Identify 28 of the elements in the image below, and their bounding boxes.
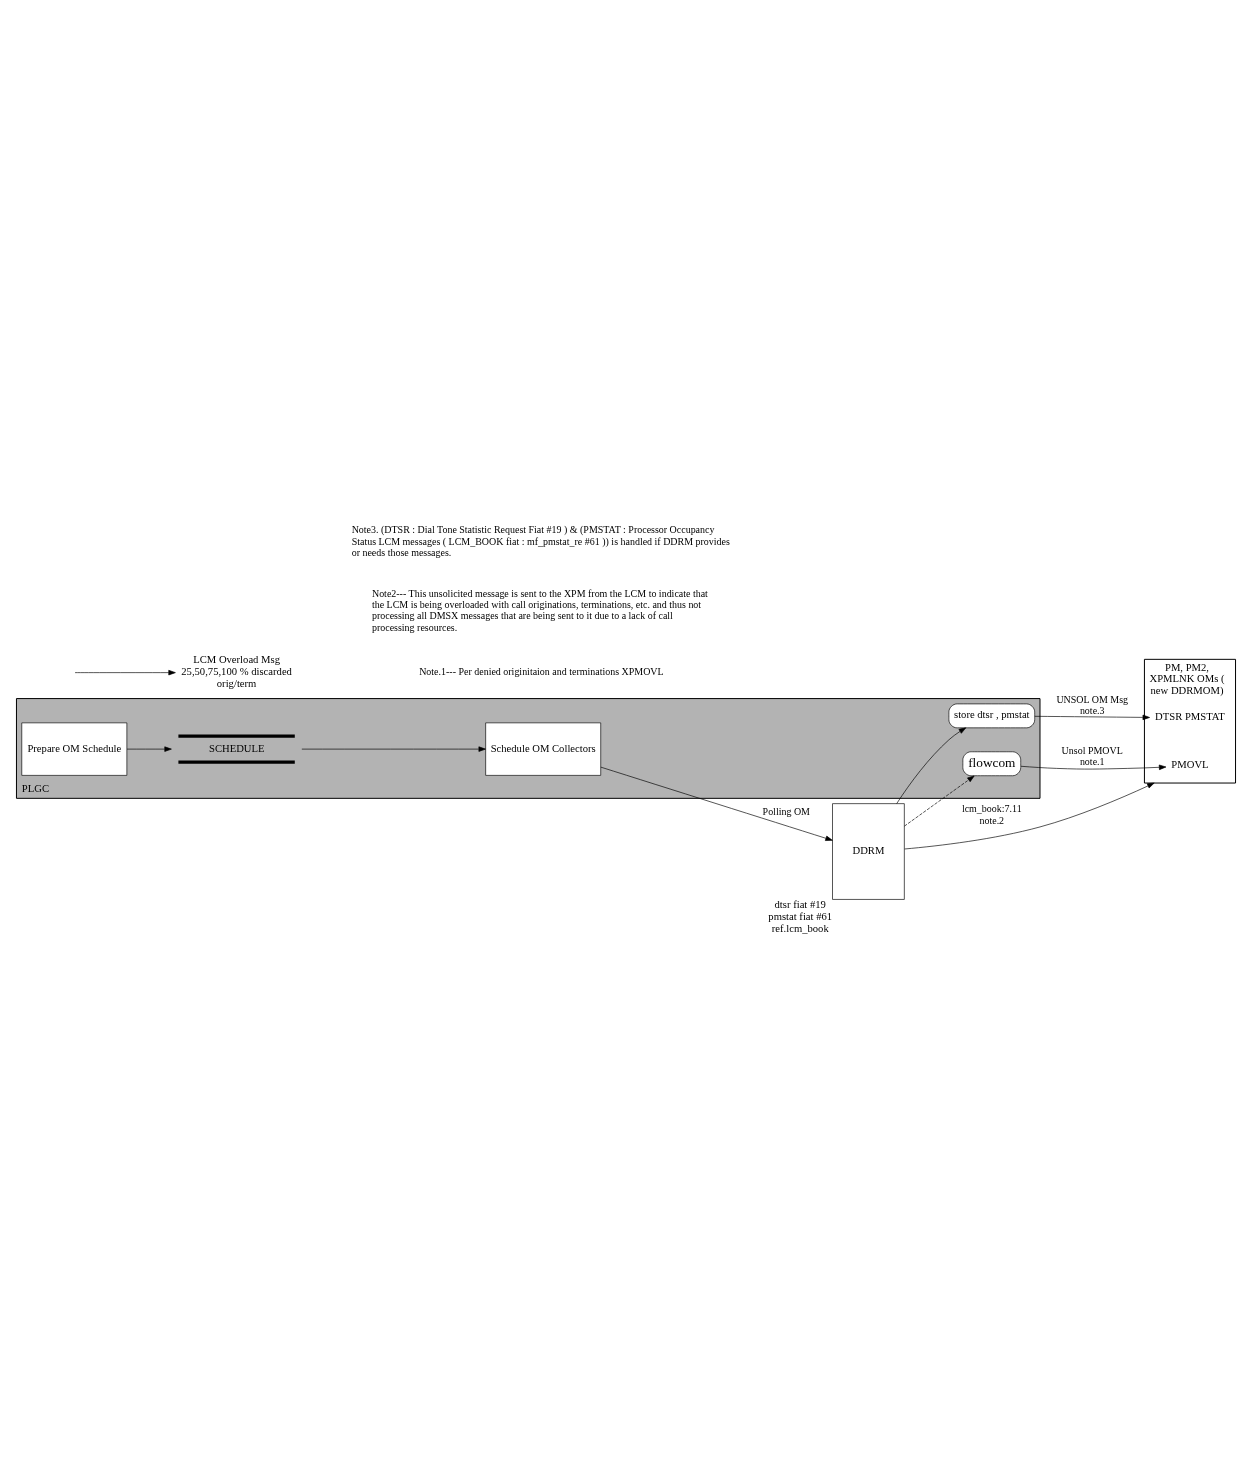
edge-label: Unsol PMOVL note.1	[1061, 744, 1123, 768]
label: Note3. (DTSR : Dial Tone Statistic Request Fiat #19 ) & (PMSTAT : Processor Occupancy Status LCM messages ( LCM_BOOK fiat : mf_pmstat_re #61 )) is handled if DDRM provides or needs those messages.	[351, 524, 730, 558]
node-label: pmstat fiat #61	[768, 910, 833, 922]
edge-label: lcm_book:7.11 note.2	[961, 803, 1022, 826]
node-box: store dtsr , pmstat	[948, 703, 1036, 729]
arrow	[1034, 714, 1150, 721]
arrow	[126, 746, 172, 752]
node-box: flowcom	[962, 751, 1022, 777]
label: Note2--- This unsolicited message is sent to the XPM from the LCM to indicate that the LCM is being overloaded with call originations, terminations, etc. and thus not processing all DMSX messages that are being sent to it due to a lack of call processing resources.	[371, 587, 708, 633]
edge-label: UNSOL OM Msg note.3	[1056, 693, 1129, 716]
label: Note.1--- Per denied originitaion and terminations XPMOVL	[419, 665, 664, 677]
node-text: LCM Overload Msg 25,50,75,100 % discarded orig/term	[181, 654, 292, 690]
node-text: PMOVL	[1171, 759, 1209, 771]
node-box: Schedule OM Collectors	[485, 722, 602, 776]
node-label: dtsr fiat #19	[774, 898, 826, 910]
node-box: Prepare OM Schedule	[21, 722, 128, 776]
arrow	[600, 766, 833, 841]
node-text: DTSR PMSTAT	[1155, 711, 1225, 723]
arrow	[1020, 764, 1167, 770]
arrow	[904, 775, 975, 827]
arrow	[904, 782, 1155, 850]
edge-label: Polling OM	[762, 805, 810, 817]
node-text: SCHEDULE	[209, 742, 265, 754]
arrow	[301, 746, 486, 752]
arrow	[74, 669, 176, 676]
arrow	[896, 727, 967, 804]
node-label: ref.lcm_book	[771, 922, 829, 934]
node-box: DDRM	[832, 803, 905, 900]
